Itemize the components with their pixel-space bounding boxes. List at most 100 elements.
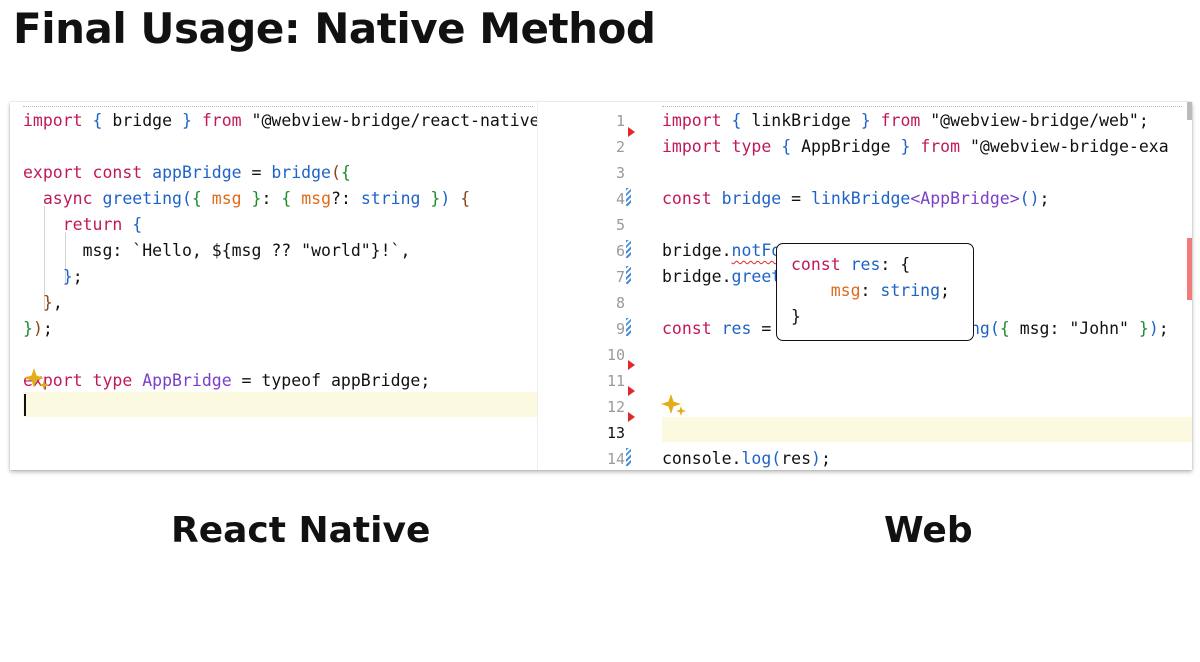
code-token: export [23, 163, 93, 182]
code-token: } [900, 137, 921, 156]
current-line-highlight [662, 417, 1192, 442]
line-number: 7 [615, 268, 625, 286]
code-token: : { [880, 255, 911, 274]
scroll-marker [1187, 102, 1192, 120]
code-line[interactable]: }; [23, 264, 83, 290]
code-token: "@webview-bridge-exa [969, 137, 1169, 156]
code-token: bridge [721, 189, 782, 208]
code-token: "@webview-bridge/react-native [251, 111, 537, 130]
code-line[interactable]: export const appBridge = bridge({ [23, 160, 351, 186]
code-line[interactable]: const bridge = linkBridge<AppBridge>(); [662, 186, 1049, 212]
code-token: bridge [112, 111, 182, 130]
current-line-highlight [23, 392, 537, 417]
react-native-editor[interactable]: import { bridge } from "@webview-bridge/… [10, 102, 537, 470]
code-token: } [181, 111, 202, 130]
tooltip-line: msg: string; [791, 278, 950, 304]
code-token: { [191, 189, 212, 208]
line-number: 14 [606, 450, 625, 468]
line-number: 4 [615, 190, 625, 208]
code-line[interactable]: return { [23, 212, 142, 238]
line-number: 1 [615, 112, 625, 130]
code-token: = typeof appBridge; [231, 371, 431, 390]
code-token: type [731, 137, 782, 156]
pane-divider [537, 102, 538, 470]
code-token: linkBridge [811, 189, 911, 208]
code-token: msg [301, 189, 332, 208]
code-token: greeting [102, 189, 182, 208]
code-token: () [1019, 189, 1040, 208]
line-number: 13 [606, 424, 625, 442]
code-token: { [340, 163, 351, 182]
code-token: = [241, 163, 272, 182]
code-token: type [92, 371, 143, 390]
error-arrow-icon [628, 386, 635, 396]
code-line[interactable]: import { bridge } from "@webview-bridge/… [23, 108, 537, 134]
line-number: 6 [615, 242, 625, 260]
code-token: ; [42, 319, 53, 338]
code-line[interactable]: }, [23, 290, 63, 316]
code-token: ; [820, 449, 831, 468]
text-cursor [24, 394, 26, 416]
code-token: AppBridge [142, 371, 232, 390]
code-token: import [662, 111, 732, 130]
code-line[interactable]: msg: `Hello, ${msg ?? "world"}!`, [23, 238, 411, 264]
code-token: bridge. [662, 267, 732, 286]
caption-react-native: React Native [171, 510, 431, 551]
code-token: string [880, 281, 941, 300]
code-token: import [662, 137, 732, 156]
code-token: linkBridge [751, 111, 861, 130]
change-marker [626, 318, 631, 336]
code-token [23, 293, 43, 312]
line-number: 8 [615, 294, 625, 312]
code-line[interactable]: console.log(res); [662, 446, 831, 470]
code-line[interactable]: import type { AppBridge } from "@webview… [662, 134, 1169, 160]
code-token: ) [440, 189, 461, 208]
ai-sparkle-icon[interactable] [661, 392, 687, 418]
code-token: ) [32, 319, 43, 338]
ai-sparkle-icon[interactable] [24, 366, 50, 392]
code-token: const [92, 163, 153, 182]
code-token: ) [811, 449, 821, 468]
code-token: export [23, 371, 93, 390]
code-token: ( [771, 449, 782, 468]
code-token: } [23, 319, 33, 338]
code-token: ( [330, 163, 341, 182]
line-number: 3 [615, 164, 625, 182]
error-arrow-icon [628, 412, 635, 422]
code-token: ?: [331, 189, 361, 208]
slide-title: Final Usage: Native Method [13, 4, 656, 53]
line-number: 12 [606, 398, 625, 416]
code-token: msg [791, 281, 861, 300]
code-token: from [201, 111, 252, 130]
code-token: } [1138, 319, 1149, 338]
code-token: } [251, 189, 262, 208]
code-token: bridge [271, 163, 331, 182]
code-line[interactable]: }); [23, 316, 53, 342]
code-token: : [860, 281, 881, 300]
code-token: { [460, 189, 471, 208]
clipped-line-edge [662, 102, 1182, 107]
code-line[interactable]: export type AppBridge = typeof appBridge… [23, 368, 430, 394]
caption-web: Web [884, 510, 973, 551]
code-line[interactable]: import { linkBridge } from "@webview-bri… [662, 108, 1149, 134]
code-token: ; [1158, 319, 1169, 338]
code-token: msg: `Hello, ${msg ?? "world"}!`, [23, 241, 411, 260]
code-token: ( [181, 189, 192, 208]
tooltip-line: } [791, 304, 801, 330]
code-line[interactable]: async greeting({ msg }: { msg?: string }… [23, 186, 470, 212]
code-token: "@webview-bridge/web"; [930, 111, 1149, 130]
code-token: string [360, 189, 431, 208]
code-token: ; [1039, 189, 1050, 208]
code-token: } [42, 293, 53, 312]
code-token: const [791, 255, 851, 274]
code-token: : [261, 189, 282, 208]
line-number: 10 [606, 346, 625, 364]
code-token: <AppBridge> [910, 189, 1020, 208]
code-token: from [920, 137, 970, 156]
indent-guide [44, 206, 45, 310]
change-marker [626, 240, 631, 258]
code-token: from [880, 111, 931, 130]
code-token: log [741, 449, 772, 468]
code-token: } [430, 189, 441, 208]
code-token: const [662, 189, 722, 208]
